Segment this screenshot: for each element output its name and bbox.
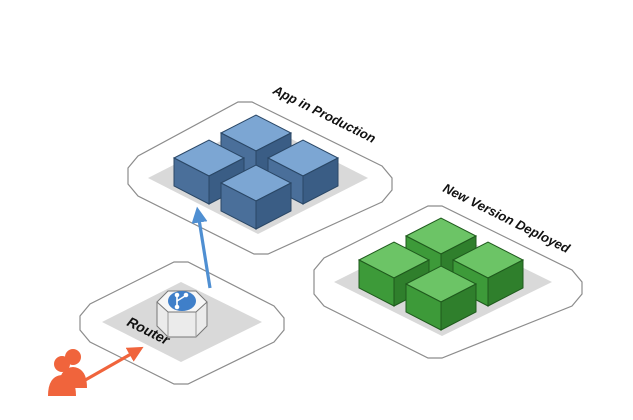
- production-cube-group: [172, 114, 340, 230]
- production-cube: [172, 139, 246, 205]
- router-device: [156, 290, 208, 338]
- user-traffic-arrow: [79, 346, 144, 385]
- router-fork-icon: [174, 292, 189, 310]
- new-version-cube: [404, 265, 478, 331]
- new-version-cube-group: [357, 217, 525, 331]
- production-cube: [219, 164, 293, 230]
- traffic-arrow: [191, 206, 212, 289]
- users-icon: [48, 349, 87, 396]
